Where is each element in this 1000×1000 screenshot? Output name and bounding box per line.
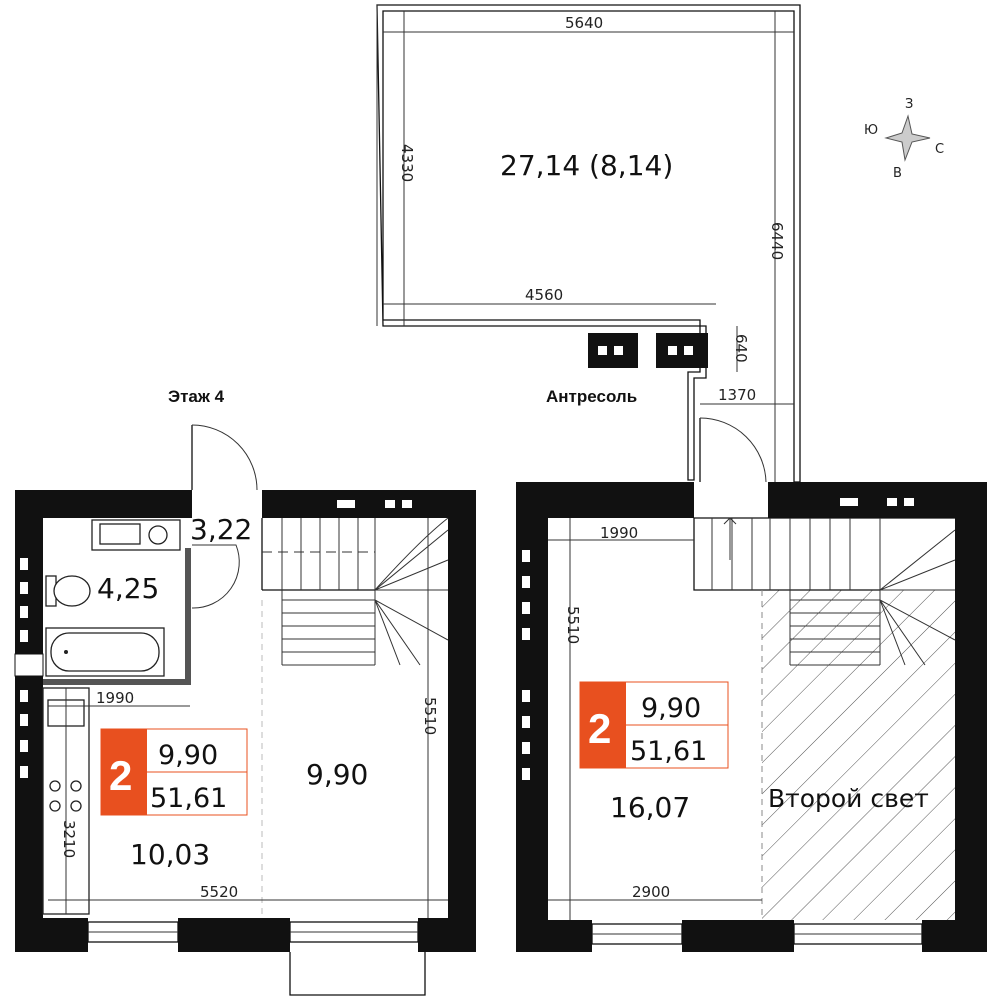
room-area: 16,07 [610,791,690,824]
badge-accent [101,729,147,815]
vent-icon [588,333,708,368]
terrace-area: 27,14 (8,14) [500,149,673,182]
terrace [376,4,801,483]
badge-rooms: 2 [588,705,611,752]
bathtub-icon [45,627,165,677]
badge-rooms: 2 [109,752,132,799]
dim-room-side: 5510 [564,606,582,644]
dim-room-top: 1990 [600,524,638,542]
compass-north: С [935,142,944,157]
dim-kitchen-depth: 3210 [60,820,78,858]
dim-passage: 1370 [718,386,756,404]
dim-height: 5510 [421,697,439,735]
stove-icon [49,780,82,812]
mezzanine-title: Антресоль [546,387,637,406]
dim-terrace-full: 6440 [768,222,786,260]
dim-terrace-bottom: 4560 [525,286,563,304]
hall-area: 3,22 [190,513,252,546]
dim-terrace-side: 4330 [398,144,416,182]
floor4-plan [14,424,476,996]
dim-kitchen-width: 1990 [96,689,134,707]
compass-south: Ю [864,123,878,138]
mezzanine-plan [516,417,987,952]
compass-west: З [905,97,913,112]
dim-step: 640 [732,334,750,363]
apartment-badge: 2 9,90 51,61 [100,728,248,816]
badge-total: 51,61 [630,736,707,767]
staircase [693,517,956,666]
dim-room-bottom: 2900 [632,883,670,901]
dim-total-width: 5520 [200,883,238,901]
second-light-label: Второй свет [768,784,929,813]
badge-living: 9,90 [641,693,701,724]
staircase [261,517,449,666]
badge-accent [580,682,626,768]
apartment-badge: 2 9,90 51,61 [579,681,729,769]
compass-icon: З Ю С В [864,97,944,181]
bath-area: 4,25 [97,572,159,605]
dim-terrace-top: 5640 [565,14,603,32]
badge-total: 51,61 [150,783,227,814]
toilet-icon [45,575,91,607]
floor4-title: Этаж 4 [168,387,225,406]
stair-area: 9,90 [306,758,368,791]
compass-east: В [893,166,902,181]
badge-living: 9,90 [158,740,218,771]
kitchen-area: 10,03 [130,838,210,871]
